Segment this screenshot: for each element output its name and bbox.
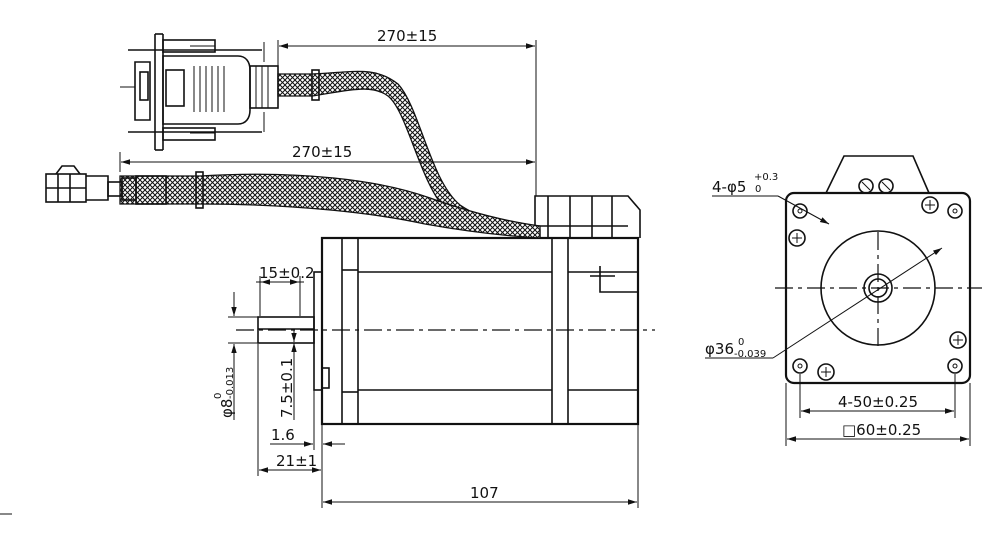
shaft-diameter-label: φ8 [218, 399, 236, 418]
mount-hole-br [947, 358, 963, 374]
shaft-diameter-tol-upper: 0 [213, 393, 224, 399]
mount-hole-tl [792, 203, 808, 219]
flange-boss [313, 271, 323, 391]
hole-spacing-label: 4-50±0.25 [838, 393, 918, 411]
shaft-total-label: 21±1 [276, 452, 317, 470]
cable1-length-label: 270±15 [377, 27, 437, 45]
motor-body [320, 236, 640, 426]
flat-height-label: 7.5±0.1 [278, 358, 296, 418]
hole-spec-label: 4-φ5 [712, 178, 746, 196]
cable2-length-label: 270±15 [292, 143, 352, 161]
shaft-diameter-tol-lower: -0.013 [225, 367, 236, 399]
molex-connector [45, 165, 167, 205]
hole-spec-tol-upper: +0.3 [754, 172, 778, 183]
pilot-diameter-label: φ36 [705, 340, 734, 358]
hole-spec-tol-lower: 0 [755, 184, 761, 195]
side-view: 270±15 270±15 15±0.2 φ8 0 -0.013 7.5±0.1 [0, 27, 655, 515]
flange-thickness-label: 1.6 [271, 426, 295, 444]
cable-lower [119, 173, 541, 239]
mount-hole-tr [947, 203, 963, 219]
pilot-tol-upper: 0 [738, 337, 744, 348]
cable-outlet [534, 195, 641, 238]
pilot-tol-lower: -0.039 [734, 349, 766, 360]
flange-size-label: □60±0.25 [842, 421, 921, 439]
screw-heads [788, 196, 967, 381]
mount-hole-bl [792, 358, 808, 374]
body-length-label: 107 [470, 484, 499, 502]
front-connector [825, 155, 930, 194]
front-view: φ36 0 -0.039 4-φ5 +0.3 0 4-50±0.25 □60±0… [705, 155, 982, 446]
db9-connector [120, 33, 279, 151]
shaft-length-label: 15±0.2 [259, 264, 315, 282]
